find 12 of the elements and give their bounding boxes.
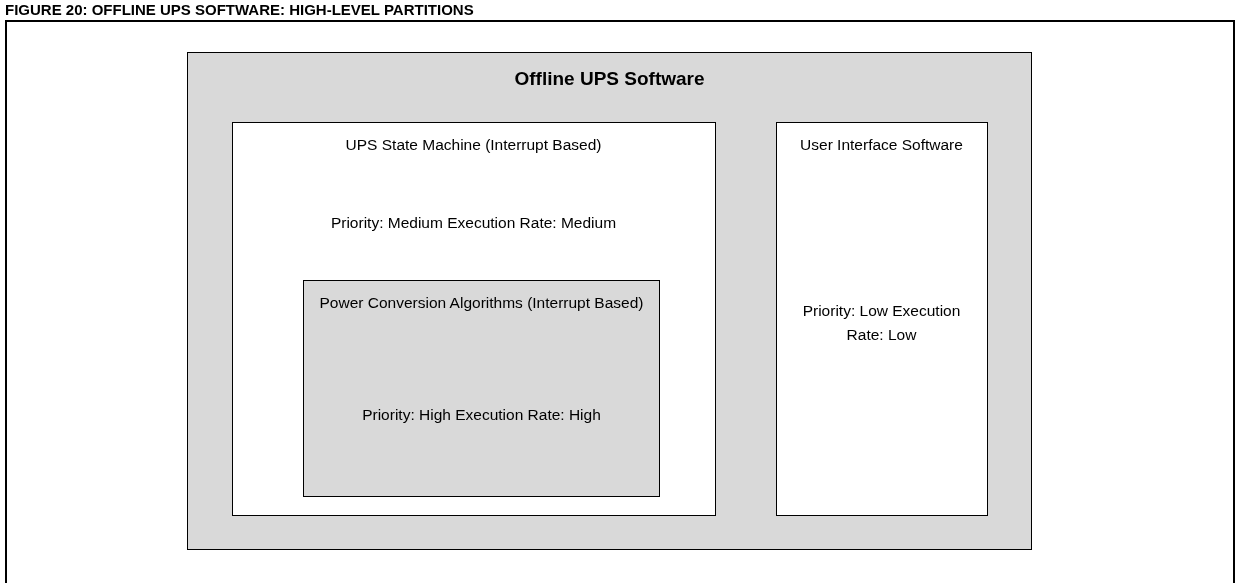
- box-details: Priority: Low Execution Rate: Low: [801, 300, 962, 345]
- box-details: Priority: High Execution Rate: High: [361, 405, 602, 425]
- system-box: [187, 52, 1032, 550]
- module-box: [231, 121, 716, 516]
- box-heading: User Interface Software: [799, 134, 964, 155]
- module-box: [303, 280, 660, 497]
- box-details: Priority: Medium Execution Rate: Medium: [329, 212, 618, 233]
- figure-title: FIGURE 20: OFFLINE UPS SOFTWARE: HIGH-LEVEL PARTITIONS: [5, 1, 474, 18]
- box-heading: Offline UPS Software: [513, 67, 706, 91]
- module-box: [775, 121, 988, 516]
- box-heading: UPS State Machine (Interrupt Based): [344, 134, 603, 155]
- box-heading: Power Conversion Algorithms (Interrupt Based): [318, 293, 645, 313]
